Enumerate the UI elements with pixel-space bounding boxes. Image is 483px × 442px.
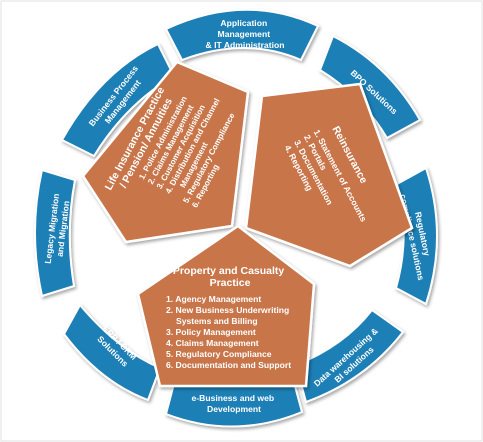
property-title-line1: Property and Casualty <box>173 265 285 277</box>
pentagon-property-casualty: Property and Casualty Practice 1. Agency… <box>136 224 316 388</box>
svg-text:e-Business and web Devel: e-Business and web Development <box>191 393 276 414</box>
property-item-4: 4. Claims Management <box>166 338 259 348</box>
property-item-2-cont: Systems and Billing <box>176 316 258 326</box>
property-title-line2: Practice <box>210 277 251 289</box>
ring-label-application-line1: Application <box>220 18 267 28</box>
property-item-6: 6. Documentation and Support <box>166 360 291 370</box>
ring-segment-data-warehousing: Data warehousing & BI solutions <box>294 308 405 404</box>
ring-label-ebusiness-line1: e-Business and web <box>191 393 274 403</box>
property-item-1: 1. Agency Management <box>166 294 261 304</box>
svg-text:Application Management: Application Management & IT Administrati… <box>206 18 285 50</box>
pentagon-life-insurance: Life Insurance Practice / Pension/ Annui… <box>81 60 250 244</box>
ring-label-application-line3: & IT Administration <box>206 40 285 50</box>
ring-label-application-line2: Management <box>218 29 271 39</box>
property-item-2: 2. New Business Underwriting <box>166 305 289 315</box>
svg-text:1. Agency Management 2.: 1. Agency Management 2. New Business Und… <box>166 294 292 370</box>
svg-text:Property and Casualty Pr: Property and Casualty Practice <box>173 265 287 289</box>
ring-label-ebusiness-line2: Development <box>207 404 261 414</box>
property-item-5: 5. Regulatory Compliance <box>166 349 272 359</box>
ring-segment-application-management: Application Management & IT Administrati… <box>164 8 320 62</box>
ring-segment-regulatory: Regulatory compliance solutions <box>394 166 438 306</box>
pentagon-reinsurance: Reinsurance 1. Statement of Accounts 2. … <box>244 82 414 268</box>
property-item-3: 3. Policy Management <box>166 327 256 337</box>
ring-segment-legacy: Legacy Migration and Migration <box>34 168 77 298</box>
